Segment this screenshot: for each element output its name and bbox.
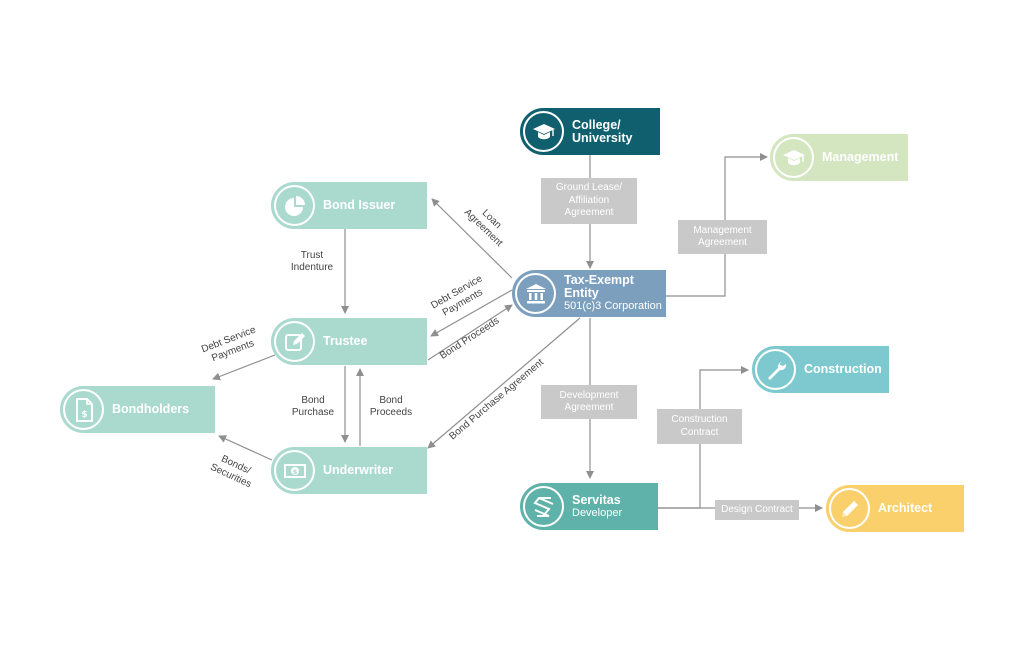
bondholders-icon-badge: $ — [60, 386, 107, 433]
arrow-bond-proceeds-to-tax-exempt — [427, 304, 513, 361]
box-line: Ground Lease/ — [555, 182, 623, 194]
document-dollar-icon: $ — [75, 397, 93, 422]
bond-proceeds-label: Bond Proceeds — [362, 395, 420, 419]
banknote-icon: $ — [283, 463, 306, 478]
management-agreement-box: Management Agreement — [678, 220, 767, 254]
arrow-debt-service-to-trustee — [430, 289, 513, 337]
box-line: Development — [559, 389, 619, 401]
bank-icon — [525, 283, 546, 303]
arrow-debt-service-to-bondholders — [212, 354, 276, 381]
pie-chart-icon — [284, 195, 305, 216]
bond-issuer-icon-badge — [271, 182, 318, 229]
edit-icon — [284, 332, 305, 351]
label-line: Indenture — [290, 262, 334, 273]
box-line: Agreement — [564, 402, 614, 413]
construction-contract-box: Construction Contract — [657, 409, 742, 444]
tax-exempt-entity-node[interactable]: Tax-Exempt Entity 501(c)3 Corporation — [512, 270, 666, 317]
servitas-developer-node[interactable]: Servitas Developer — [520, 483, 658, 530]
architect-node[interactable]: Architect — [826, 485, 964, 532]
servitas-icon-badge — [520, 483, 567, 530]
box-line: Contract — [680, 426, 719, 438]
node-title: Servitas — [572, 492, 621, 507]
graduation-cap-icon — [782, 149, 805, 165]
svg-text:$: $ — [81, 410, 87, 420]
construction-icon-badge — [752, 346, 799, 393]
node-title: Tax-Exempt Entity — [564, 273, 634, 300]
development-agreement-box: Development Agreement — [541, 385, 637, 419]
svg-text:$: $ — [292, 468, 297, 476]
node-title: Construction — [804, 362, 882, 376]
management-icon-badge — [770, 134, 817, 181]
node-title: Management — [822, 150, 899, 164]
box-line: Management — [693, 224, 752, 236]
box-line: Agreement — [564, 207, 614, 219]
ground-lease-box: Ground Lease/ Affiliation Agreement — [541, 178, 637, 224]
bondholders-node[interactable]: $ Bondholders — [60, 386, 215, 433]
arrow-loan-agreement — [431, 198, 513, 279]
underwriter-icon-badge: $ — [271, 447, 318, 494]
node-subtitle: Developer — [572, 506, 623, 519]
label-line: Bond — [301, 395, 325, 406]
node-subtitle: 501(c)3 Corporation — [564, 300, 662, 312]
trustee-node[interactable]: Trustee — [271, 318, 427, 365]
node-title: Bond Issuer — [323, 198, 396, 212]
node-title: Bondholders — [112, 402, 190, 416]
college-university-node[interactable]: College/ University — [520, 108, 660, 155]
box-line: Construction — [671, 414, 728, 425]
label-line: Purchase — [291, 407, 335, 418]
underwriter-node[interactable]: $ Underwriter — [271, 447, 427, 494]
graduation-cap-icon — [532, 123, 555, 139]
construction-node[interactable]: Construction — [752, 346, 889, 393]
architect-icon-badge — [826, 485, 873, 532]
bond-issuer-node[interactable]: Bond Issuer — [271, 182, 427, 229]
pencil-icon — [841, 500, 858, 517]
trustee-icon-badge — [271, 318, 318, 365]
label-line: Proceeds — [369, 407, 413, 418]
box-line: Agreement — [698, 237, 747, 248]
node-title: Underwriter — [323, 463, 394, 477]
management-node[interactable]: Management — [770, 134, 908, 181]
wrench-icon — [767, 361, 786, 380]
box-line: Design Contract — [721, 503, 793, 515]
node-title: Architect — [878, 501, 933, 515]
college-icon-badge — [520, 108, 567, 155]
node-title: College/ University — [572, 117, 633, 145]
tax-exempt-icon-badge — [512, 270, 559, 317]
label-line: Trust — [300, 250, 324, 261]
arrow-bond-purchase-agreement — [427, 317, 581, 449]
node-title: Trustee — [323, 334, 368, 348]
design-contract-box: Design Contract — [715, 500, 799, 520]
bond-purchase-label: Bond Purchase — [284, 395, 342, 419]
trust-indenture-label: Trust Indenture — [282, 250, 342, 274]
servitas-logo-icon — [532, 496, 553, 517]
arrow-bonds-securities — [218, 435, 273, 461]
box-line: Affiliation — [568, 194, 610, 206]
label-line: Bond — [379, 395, 403, 406]
